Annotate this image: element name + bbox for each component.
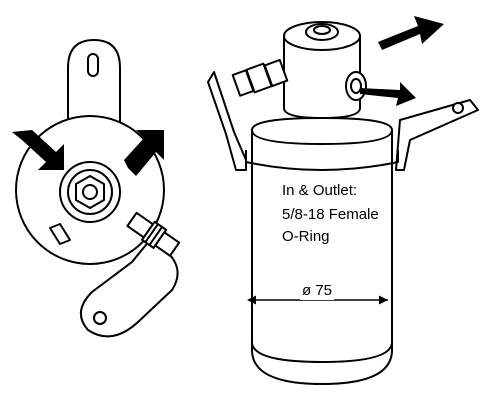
lower-hole	[93, 311, 107, 325]
top-port	[313, 25, 331, 35]
canister-shoulder	[251, 129, 393, 145]
side-view-fitting	[231, 58, 289, 97]
head-block	[283, 35, 361, 119]
bracket-band	[207, 71, 247, 171]
top-view-arrows	[12, 130, 164, 176]
lower-mount-tab	[80, 239, 179, 338]
upper-mount-tab	[67, 39, 121, 139]
bracket-right	[395, 99, 479, 171]
canister-bottom-line	[251, 341, 393, 363]
canister-body	[251, 117, 393, 385]
side-view-arrows	[360, 16, 444, 106]
left-bracket-lug	[49, 223, 71, 245]
clamp-band	[245, 150, 399, 171]
side-port-bore	[350, 78, 362, 94]
side-fitting	[126, 211, 181, 257]
inlet-arrow-icon	[12, 130, 64, 170]
side-view	[207, 21, 479, 385]
top-view	[15, 39, 181, 338]
bracket-hole	[452, 102, 464, 114]
label-diameter: ø 75	[300, 282, 335, 300]
label-oring: O-Ring	[282, 228, 330, 245]
fitting-bore	[82, 184, 98, 200]
upper-slot	[87, 53, 99, 77]
outlet-arrow-icon	[124, 130, 164, 176]
top-port-arrow-icon	[378, 16, 444, 50]
side-port-arrow-icon	[360, 82, 416, 106]
label-thread: 5/8-18 Female	[282, 206, 379, 223]
label-inlet-outlet: In & Outlet:	[282, 182, 358, 199]
